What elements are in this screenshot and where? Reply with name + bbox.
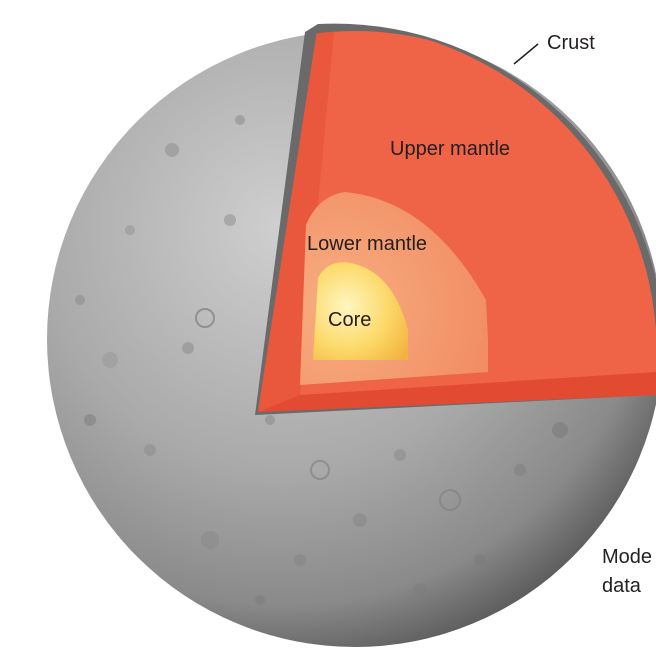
side-text-line2: data (602, 575, 641, 597)
label-crust: Crust (547, 32, 595, 54)
upper-mantle-floor (258, 372, 656, 412)
label-upper-mantle: Upper mantle (390, 138, 511, 160)
crater-texture (75, 115, 568, 605)
label-lower-mantle: Lower mantle (307, 233, 428, 255)
core-layer (313, 262, 408, 360)
side-text-line1: Mode (602, 546, 653, 568)
label-core: Core (328, 309, 372, 331)
upper-mantle-wall (258, 31, 335, 412)
crust-leader-line (513, 43, 539, 65)
